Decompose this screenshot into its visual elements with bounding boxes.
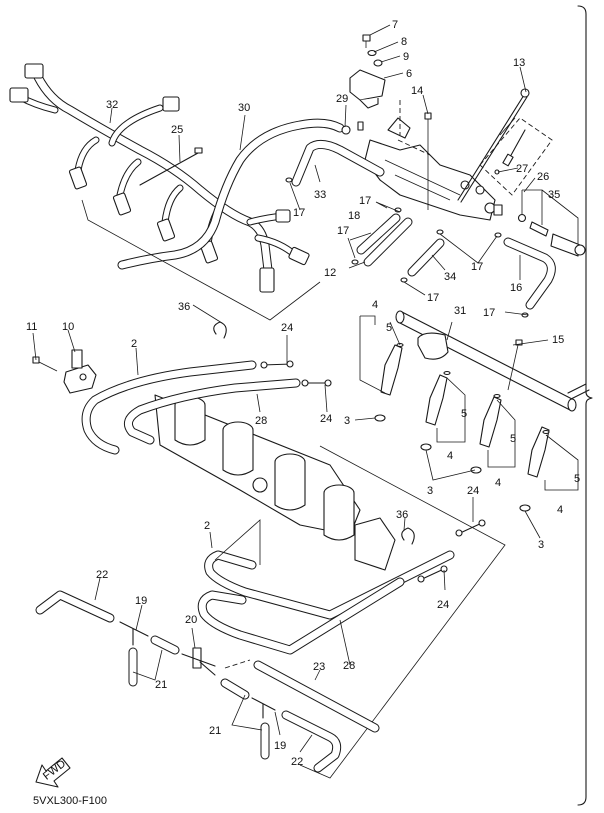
- callout-10: 10: [62, 321, 74, 333]
- hose-16: [503, 237, 556, 310]
- callout-8: 8: [401, 36, 407, 48]
- callout-16: 16: [510, 282, 522, 294]
- injectors: [374, 342, 550, 512]
- connector: [68, 166, 88, 190]
- lower-hose-group: [35, 590, 380, 773]
- callout-27: 27: [516, 163, 528, 175]
- callout-28: 28: [343, 660, 355, 672]
- callout-5: 5: [510, 433, 516, 445]
- callout-labels: 7 8 9 6 13 14 29 32 30 25 33 17 17 18 17…: [26, 19, 580, 768]
- connector: [112, 192, 132, 216]
- callout-3: 3: [538, 539, 544, 551]
- sensor-6-cluster: [349, 34, 386, 109]
- callout-20: 20: [185, 614, 197, 626]
- callout-11: 11: [26, 321, 37, 333]
- callout-4: 4: [447, 450, 453, 462]
- callout-17: 17: [337, 225, 349, 237]
- callout-30: 30: [238, 102, 250, 114]
- callout-18: 18: [348, 210, 360, 222]
- connector: [9, 87, 29, 103]
- callout-12: 12: [324, 267, 336, 279]
- callout-21: 21: [155, 679, 167, 691]
- callout-7: 7: [392, 19, 398, 31]
- callout-3: 3: [344, 415, 350, 427]
- callout-32: 32: [106, 99, 118, 111]
- callout-36: 36: [396, 509, 408, 521]
- hoses-2-28-lower: [197, 550, 455, 655]
- hose-34: [407, 238, 445, 277]
- fuel-rail-31: [395, 310, 590, 412]
- callout-24: 24: [467, 485, 479, 497]
- bolt: [362, 34, 371, 42]
- callout-25: 25: [171, 124, 183, 136]
- callout-17: 17: [471, 261, 483, 273]
- callout-6: 6: [406, 68, 412, 80]
- connector: [24, 63, 44, 79]
- long-screw-13: [457, 88, 530, 203]
- callout-35: 35: [548, 189, 560, 201]
- hoses-2-28-upper: [81, 360, 301, 455]
- callout-17: 17: [483, 307, 495, 319]
- clip-36: [213, 321, 227, 339]
- callout-21: 21: [209, 725, 221, 737]
- throttle-bodies: [154, 394, 396, 571]
- callout-3: 3: [427, 485, 433, 497]
- assembly-bracket: [577, 5, 593, 806]
- connector: [275, 209, 291, 223]
- screw-15: [507, 344, 519, 391]
- callout-36: 36: [178, 301, 190, 313]
- callout-26: 26: [537, 171, 549, 183]
- sensor: [349, 69, 386, 101]
- callout-28: 28: [255, 415, 267, 427]
- washer: [373, 59, 383, 67]
- callout-2: 2: [131, 338, 137, 350]
- callout-24: 24: [320, 413, 332, 425]
- callout-22: 22: [291, 756, 303, 768]
- callout-leaders: [32, 24, 579, 753]
- callout-24: 24: [437, 599, 449, 611]
- adjust-screw-set-26: [479, 117, 553, 196]
- callout-17: 17: [293, 207, 305, 219]
- fwd-arrow: FWD: [35, 757, 71, 788]
- callout-4: 4: [557, 504, 563, 516]
- connector: [162, 96, 180, 112]
- cable-tie: [139, 152, 199, 186]
- callout-5: 5: [386, 322, 392, 334]
- callout-34: 34: [444, 271, 456, 283]
- connector: [156, 218, 176, 242]
- callout-24: 24: [281, 322, 293, 334]
- callout-4: 4: [372, 299, 378, 311]
- callout-22: 22: [96, 569, 108, 581]
- hoses-18-12: [356, 213, 413, 267]
- clip-36: [401, 527, 415, 545]
- clips-17: [285, 177, 529, 318]
- callout-33: 33: [314, 189, 326, 201]
- callout-15: 15: [552, 334, 564, 346]
- callout-9: 9: [403, 51, 409, 63]
- callout-14: 14: [411, 85, 423, 97]
- callout-17: 17: [427, 292, 439, 304]
- callout-17: 17: [359, 195, 371, 207]
- hose-33: [291, 140, 385, 187]
- callout-29: 29: [336, 93, 348, 105]
- callout-5: 5: [574, 473, 580, 485]
- callout-5: 5: [461, 408, 467, 420]
- connector: [259, 267, 275, 293]
- callout-23: 23: [313, 661, 325, 673]
- callout-31: 31: [454, 305, 466, 317]
- connector: [288, 246, 310, 266]
- callout-19: 19: [135, 595, 147, 607]
- callout-19: 19: [274, 740, 286, 752]
- callout-4: 4: [495, 477, 501, 489]
- hose-30: [117, 118, 345, 270]
- sensor-10: [32, 349, 97, 394]
- callout-13: 13: [513, 57, 525, 69]
- callout-2: 2: [204, 520, 210, 532]
- diagram-code: 5VXL300-F100: [33, 795, 107, 807]
- screw-set-35: [517, 213, 586, 257]
